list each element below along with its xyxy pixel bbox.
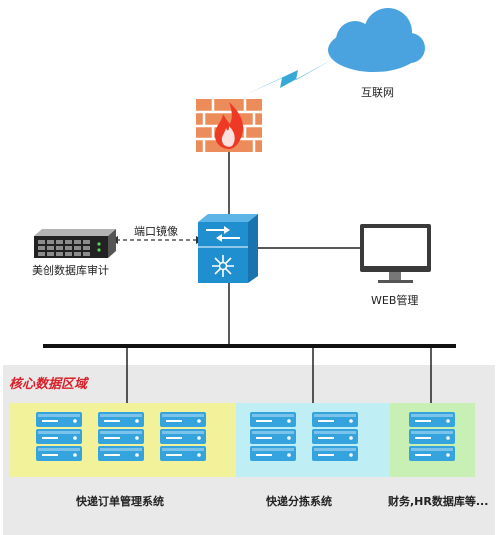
- firewall-icon: [196, 99, 262, 152]
- connections: [126, 152, 432, 403]
- server-stack-icon: [160, 412, 206, 461]
- group-sorting-label: 快递分拣系统: [266, 495, 332, 508]
- server-stack-icon: [98, 412, 144, 461]
- web-management-label: WEB管理: [371, 294, 419, 307]
- server-stack-icon: [409, 412, 455, 461]
- monitor-icon: [360, 224, 431, 283]
- group-order-label: 快递订单管理系统: [76, 495, 164, 508]
- server-stack-icon: [36, 412, 82, 461]
- group-finance-label: 财务,HR数据库等...: [388, 495, 489, 508]
- port-mirror-label: 端口镜像: [134, 225, 178, 238]
- cloud-icon: [328, 8, 425, 72]
- server-grid: [36, 412, 455, 461]
- server-stack-icon: [312, 412, 358, 461]
- server-stack-icon: [250, 412, 296, 461]
- switch-icon: [198, 214, 258, 283]
- audit-appliance-icon: [34, 229, 116, 258]
- core-zone-title: 核心数据区域: [9, 377, 88, 392]
- internet-label: 互联网: [361, 86, 394, 99]
- audit-label: 美创数据库审计: [32, 264, 109, 277]
- lightning-icon: [243, 58, 335, 96]
